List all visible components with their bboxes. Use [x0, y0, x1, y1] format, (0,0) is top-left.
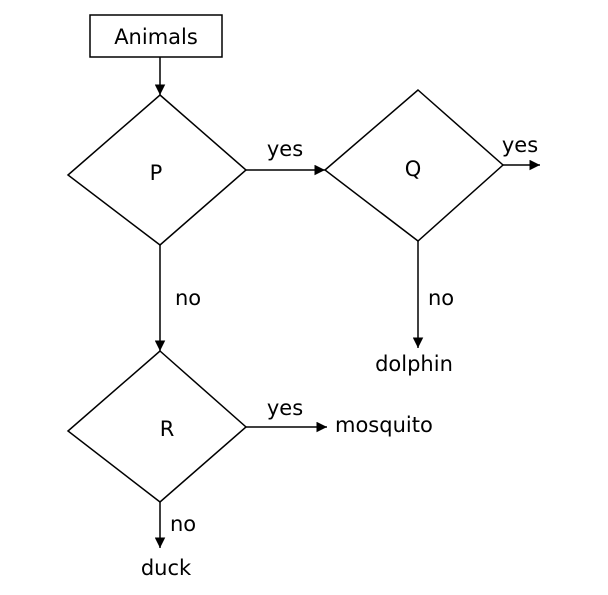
- decision-r: [66, 350, 248, 503]
- outcome-duck: duck: [141, 556, 192, 580]
- edge-r-no-label: no: [170, 512, 196, 536]
- edge-q-yes-label: yes: [502, 133, 538, 157]
- edge-p-yes-label: yes: [267, 137, 303, 161]
- outcome-dolphin: dolphin: [375, 352, 453, 376]
- start-box: [89, 14, 223, 58]
- edge-p-no-label: no: [175, 286, 201, 310]
- decision-q-label: Q: [405, 157, 422, 181]
- edge-r-yes-label: yes: [267, 396, 303, 420]
- outcome-mosquito: mosquito: [335, 413, 433, 437]
- decision-r-label: R: [160, 417, 175, 441]
- edge-q-no-label: no: [428, 286, 454, 310]
- decision-p-label: P: [150, 161, 163, 185]
- start-label: Animals: [114, 25, 198, 49]
